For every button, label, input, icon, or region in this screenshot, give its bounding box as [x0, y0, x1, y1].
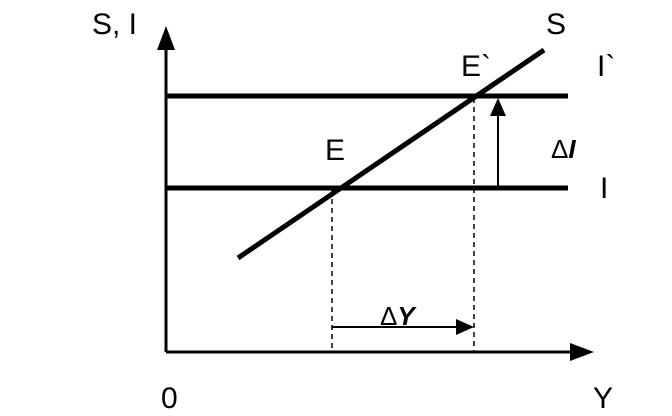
saving-line — [236, 47, 546, 261]
delta-investment-label: ΔI — [551, 134, 576, 164]
delta-output-arrowhead — [456, 319, 474, 335]
y-axis-arrowhead — [157, 26, 175, 50]
saving-label: S — [546, 8, 566, 41]
origin-label: 0 — [161, 382, 178, 415]
delta-symbol: Δ — [380, 301, 397, 331]
y-axis-label: S, I — [92, 8, 137, 41]
investment-label: I — [600, 172, 608, 205]
delta-symbol: Δ — [551, 134, 568, 164]
delta-investment-arrowhead — [490, 98, 506, 116]
delta-output-label: ΔY — [380, 301, 417, 331]
new-investment-label: I` — [597, 50, 615, 83]
equilibrium-initial-label: E — [325, 134, 345, 167]
delta-output-variable: Y — [397, 301, 417, 331]
x-axis-arrowhead — [570, 343, 594, 361]
x-axis-label: Y — [593, 382, 613, 415]
delta-investment-variable: I — [568, 134, 576, 164]
equilibrium-new-label: E` — [461, 50, 491, 83]
